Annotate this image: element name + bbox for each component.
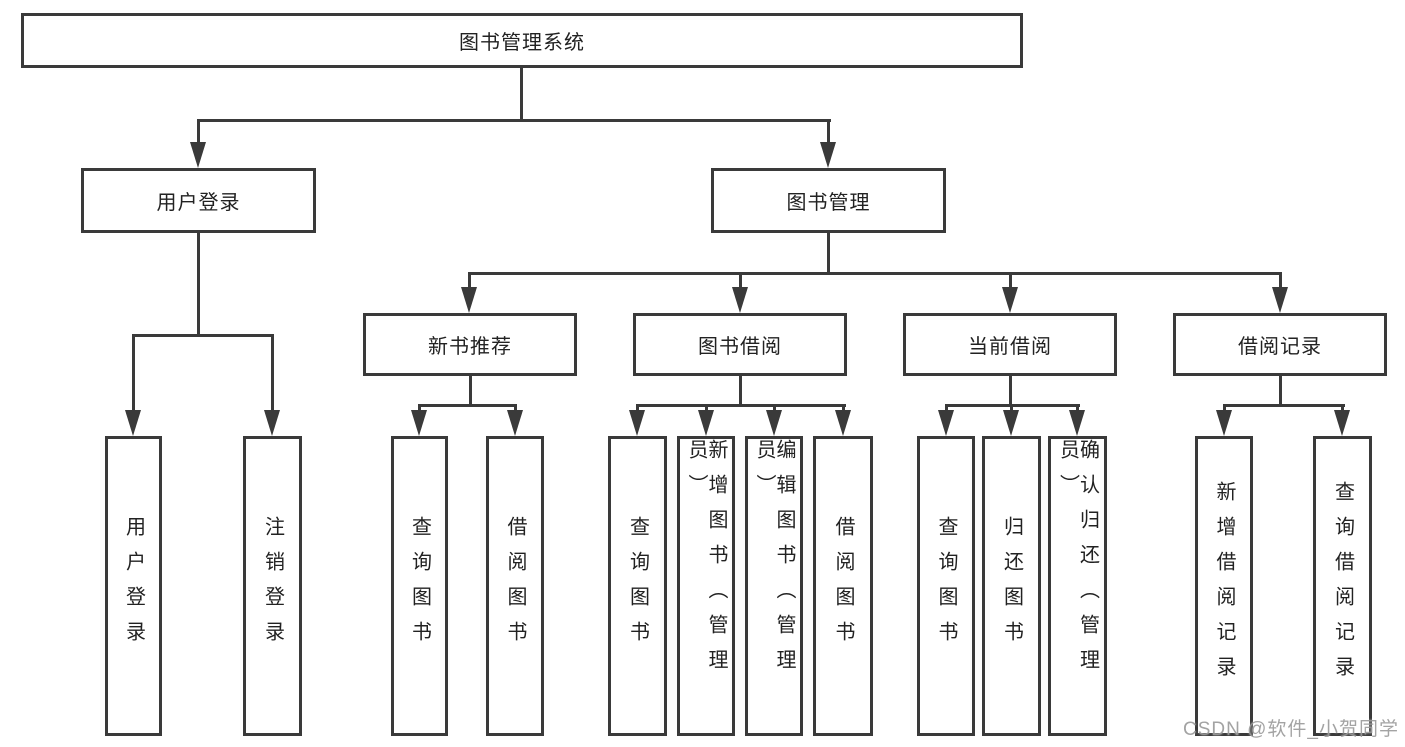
leaf-node-confirm-return-admin: 确认归还（管理员） xyxy=(1048,436,1107,736)
leaf-node-add-books-admin: 新增图书（管理员） xyxy=(677,436,735,736)
leaf-node-query-books-3: 查询图书 xyxy=(917,436,975,736)
leaf-node-edit-books-admin: 编辑图书（管理员） xyxy=(745,436,803,736)
node-book-borrow: 图书借阅 xyxy=(633,313,847,376)
connector-line xyxy=(468,272,471,290)
connector-line xyxy=(418,404,517,407)
connector-line xyxy=(197,119,200,147)
leaf-label: 注销登录 xyxy=(261,516,284,656)
connector-line xyxy=(827,119,830,147)
arrow-down-icon xyxy=(507,410,523,436)
leaf-label: 编辑图书（管理员） xyxy=(753,439,795,684)
arrow-down-icon xyxy=(629,410,645,436)
leaf-node-user-login: 用户登录 xyxy=(105,436,162,736)
arrow-down-icon xyxy=(938,410,954,436)
leaf-node-borrow-books-2: 借阅图书 xyxy=(813,436,873,736)
leaf-label: 查询借阅记录 xyxy=(1331,481,1354,691)
leaf-label: 新增图书（管理员） xyxy=(685,439,727,684)
connector-line xyxy=(739,272,742,290)
node-borrow-records: 借阅记录 xyxy=(1173,313,1387,376)
leaf-node-query-books-2: 查询图书 xyxy=(608,436,667,736)
connector-line xyxy=(1009,376,1012,406)
node-root-label: 图书管理系统 xyxy=(459,32,585,54)
watermark-text: CSDN @软件_小贺同学 xyxy=(1183,719,1399,740)
node-current-borrow: 当前借阅 xyxy=(903,313,1117,376)
connector-line xyxy=(1279,272,1282,290)
node-label: 图书管理 xyxy=(786,192,871,214)
arrow-down-icon xyxy=(1272,287,1288,313)
arrow-down-icon xyxy=(1069,410,1085,436)
connector-line xyxy=(1223,404,1345,407)
leaf-node-query-borrow-record: 查询借阅记录 xyxy=(1313,436,1372,736)
node-book-management: 图书管理 xyxy=(711,168,946,233)
arrow-down-icon xyxy=(264,410,280,436)
node-label: 图书借阅 xyxy=(698,336,782,358)
node-label: 借阅记录 xyxy=(1238,336,1322,358)
arrow-down-icon xyxy=(190,142,206,168)
leaf-label: 归还图书 xyxy=(1000,516,1023,656)
node-root: 图书管理系统 xyxy=(21,13,1023,68)
node-user-login: 用户登录 xyxy=(81,168,316,233)
leaf-label: 查询图书 xyxy=(935,516,957,656)
leaf-label: 借阅图书 xyxy=(504,516,526,656)
node-new-book-recommend: 新书推荐 xyxy=(363,313,577,376)
arrow-down-icon xyxy=(698,410,714,436)
leaf-node-return-books: 归还图书 xyxy=(982,436,1041,736)
arrow-down-icon xyxy=(1334,410,1350,436)
arrow-down-icon xyxy=(820,142,836,168)
leaf-label: 查询图书 xyxy=(408,516,431,656)
arrow-down-icon xyxy=(125,410,141,436)
arrow-down-icon xyxy=(766,410,782,436)
connector-line xyxy=(132,334,135,414)
leaf-node-query-books-1: 查询图书 xyxy=(391,436,448,736)
arrow-down-icon xyxy=(732,287,748,313)
leaf-node-add-borrow-record: 新增借阅记录 xyxy=(1195,436,1253,736)
arrow-down-icon xyxy=(1216,410,1232,436)
leaf-label: 借阅图书 xyxy=(832,516,854,656)
node-label: 当前借阅 xyxy=(968,336,1052,358)
connector-line xyxy=(520,68,523,120)
connector-line xyxy=(197,119,831,122)
connector-line xyxy=(197,233,200,336)
arrow-down-icon xyxy=(411,410,427,436)
arrow-down-icon xyxy=(835,410,851,436)
leaf-label: 查询图书 xyxy=(626,516,649,656)
connector-line xyxy=(1009,272,1012,290)
leaf-node-borrow-books-1: 借阅图书 xyxy=(486,436,544,736)
arrow-down-icon xyxy=(1003,410,1019,436)
connector-line xyxy=(132,334,274,337)
leaf-label: 确认归还（管理员） xyxy=(1056,439,1099,684)
leaf-node-logout: 注销登录 xyxy=(243,436,302,736)
connector-line xyxy=(271,334,274,414)
leaf-label: 新增借阅记录 xyxy=(1213,481,1235,691)
arrow-down-icon xyxy=(461,287,477,313)
leaf-label: 用户登录 xyxy=(122,516,145,656)
connector-line xyxy=(469,376,472,406)
node-label: 用户登录 xyxy=(156,192,241,214)
connector-line xyxy=(739,376,742,406)
connector-line xyxy=(1279,376,1282,406)
connector-line xyxy=(827,233,830,274)
connector-line xyxy=(468,272,1282,275)
node-label: 新书推荐 xyxy=(428,336,512,358)
arrow-down-icon xyxy=(1002,287,1018,313)
connector-line xyxy=(636,404,846,407)
